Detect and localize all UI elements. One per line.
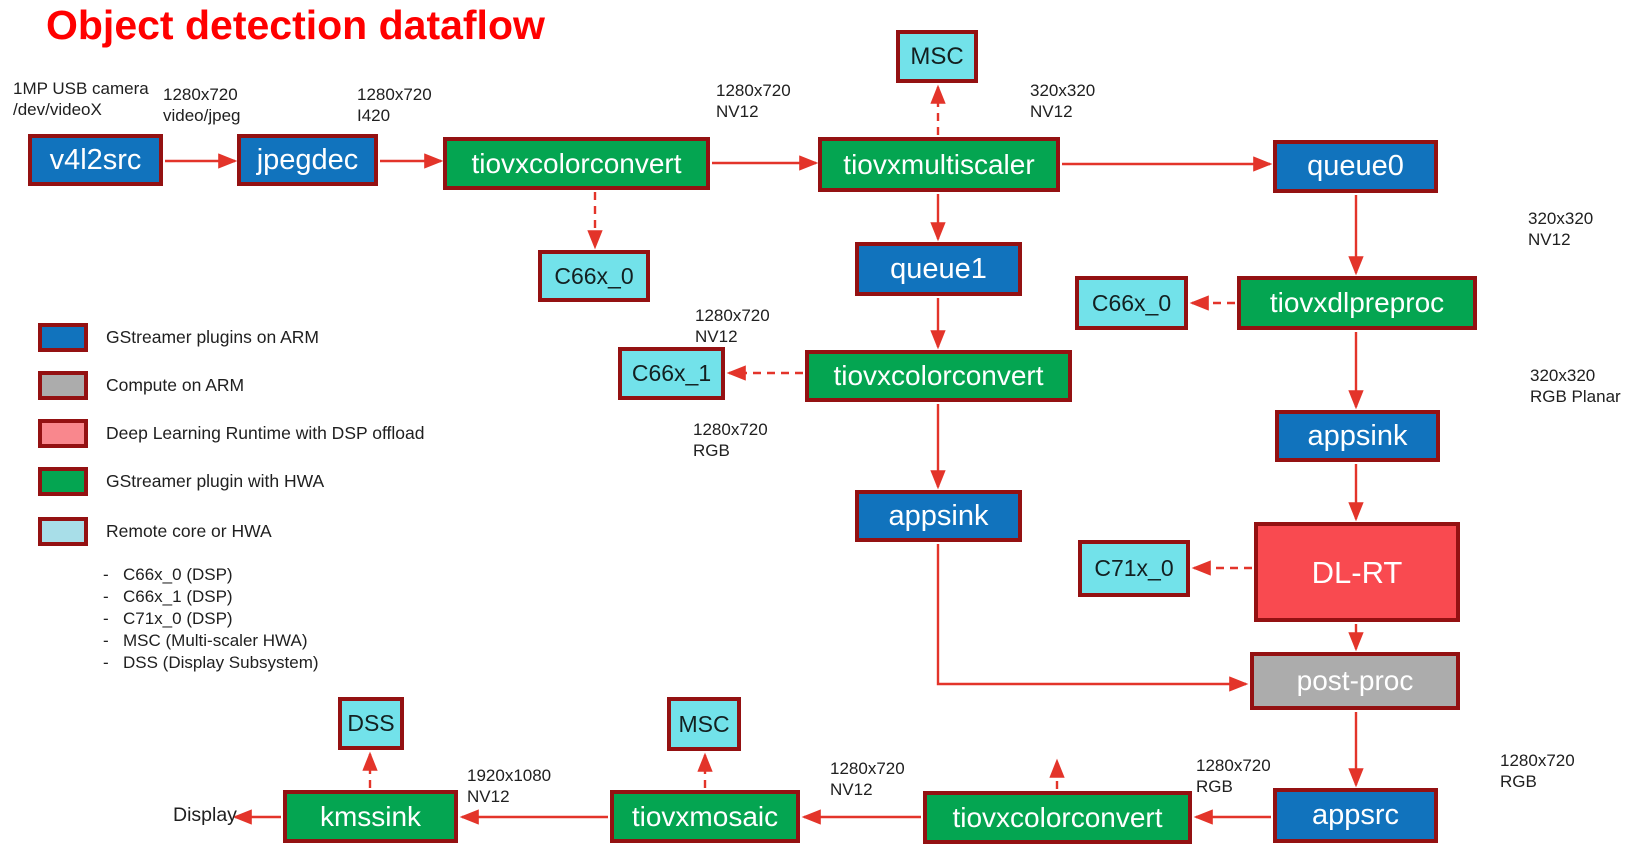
legend-item: Deep Learning Runtime with DSP offload xyxy=(38,419,424,448)
node-appsink-right: appsink xyxy=(1275,410,1440,462)
legend-note-text: MSC (Multi-scaler HWA) xyxy=(123,631,308,650)
node-dl-rt: DL-RT xyxy=(1254,522,1460,622)
node-colorconvert-mid: tiovxcolorconvert xyxy=(805,350,1072,402)
legend-note-dash: - xyxy=(103,609,109,628)
legend-note-dash: - xyxy=(103,587,109,606)
node-msc-top: MSC xyxy=(896,30,978,83)
legend-note-text: C66x_1 (DSP) xyxy=(123,587,233,606)
node-dss: DSS xyxy=(338,697,404,750)
legend-note-text: C66x_0 (DSP) xyxy=(123,565,233,584)
legend-note: -MSC (Multi-scaler HWA) xyxy=(103,631,307,651)
node-v4l2src: v4l2src xyxy=(28,134,163,186)
legend-swatch-cyan_light xyxy=(38,517,88,546)
node-queue0: queue0 xyxy=(1273,140,1438,193)
node-multiscaler: tiovxmultiscaler xyxy=(818,137,1060,192)
node-mosaic: tiovxmosaic xyxy=(610,790,800,843)
legend-note: -DSS (Display Subsystem) xyxy=(103,653,319,673)
node-msc-bottom: MSC xyxy=(667,697,741,751)
fmt-nv12-top: 1280x720 NV12 xyxy=(716,81,791,121)
node-c66x1: C66x_1 xyxy=(618,347,725,400)
fmt-rgb-mid: 1280x720 RGB xyxy=(693,420,768,460)
legend-note-text: DSS (Display Subsystem) xyxy=(123,653,319,672)
node-colorconvert-bot: tiovxcolorconvert xyxy=(923,791,1192,844)
legend-note-dash: - xyxy=(103,653,109,672)
fmt-videojpeg: 1280x720 video/jpeg xyxy=(163,85,241,125)
legend-item: GStreamer plugins on ARM xyxy=(38,323,319,352)
node-queue1: queue1 xyxy=(855,242,1022,296)
cam-label: 1MP USB camera /dev/videoX xyxy=(13,79,149,119)
legend-label: GStreamer plugins on ARM xyxy=(106,327,320,347)
fmt-nv12-mid: 1280x720 NV12 xyxy=(695,306,770,346)
display-label: Display xyxy=(173,804,237,826)
fmt-320-nv12-right: 320x320 NV12 xyxy=(1528,209,1594,249)
legend-swatch-blue xyxy=(38,323,88,352)
node-dlpreproc: tiovxdlpreproc xyxy=(1237,276,1477,330)
legend-swatch-green xyxy=(38,467,88,496)
node-colorconvert-top: tiovxcolorconvert xyxy=(443,137,710,190)
node-c71x0: C71x_0 xyxy=(1078,540,1190,597)
node-kmssink: kmssink xyxy=(283,790,458,843)
legend-note-text: C71x_0 (DSP) xyxy=(123,609,233,628)
legend-note-dash: - xyxy=(103,565,109,584)
legend-label: Remote core or HWA xyxy=(106,521,272,541)
node-appsrc: appsrc xyxy=(1273,788,1438,843)
node-appsink-mid: appsink xyxy=(855,490,1022,542)
fmt-1920-nv12: 1920x1080 NV12 xyxy=(467,766,552,806)
legend-label: Deep Learning Runtime with DSP offload xyxy=(106,423,425,443)
legend-swatch-gray xyxy=(38,371,88,400)
legend-item: Remote core or HWA xyxy=(38,517,272,546)
node-c66x0-right: C66x_0 xyxy=(1075,276,1188,330)
fmt-i420: 1280x720 I420 xyxy=(357,85,432,125)
legend-item: GStreamer plugin with HWA xyxy=(38,467,324,496)
legend-note-dash: - xyxy=(103,631,109,650)
legend-label: GStreamer plugin with HWA xyxy=(106,471,325,491)
fmt-rgb-right: 1280x720 RGB xyxy=(1500,751,1575,791)
fmt-320-rgbplanar: 320x320 RGB Planar xyxy=(1530,366,1621,406)
page-title: Object detection dataflow xyxy=(46,2,545,48)
legend-note: -C66x_0 (DSP) xyxy=(103,565,233,585)
node-c66x0-top: C66x_0 xyxy=(538,250,650,302)
fmt-rgb-bot: 1280x720 RGB xyxy=(1196,756,1271,796)
edge-appsinkmid-postproc xyxy=(936,544,1249,692)
legend-note: -C66x_1 (DSP) xyxy=(103,587,233,607)
fmt-nv12-bot: 1280x720 NV12 xyxy=(830,759,905,799)
legend-label: Compute on ARM xyxy=(106,375,245,395)
legend-swatch-pink xyxy=(38,419,88,448)
legend-note: -C71x_0 (DSP) xyxy=(103,609,233,629)
node-jpegdec: jpegdec xyxy=(237,134,378,186)
node-post-proc: post-proc xyxy=(1250,652,1460,710)
fmt-320-nv12-top: 320x320 NV12 xyxy=(1030,81,1096,121)
legend-item: Compute on ARM xyxy=(38,371,244,400)
